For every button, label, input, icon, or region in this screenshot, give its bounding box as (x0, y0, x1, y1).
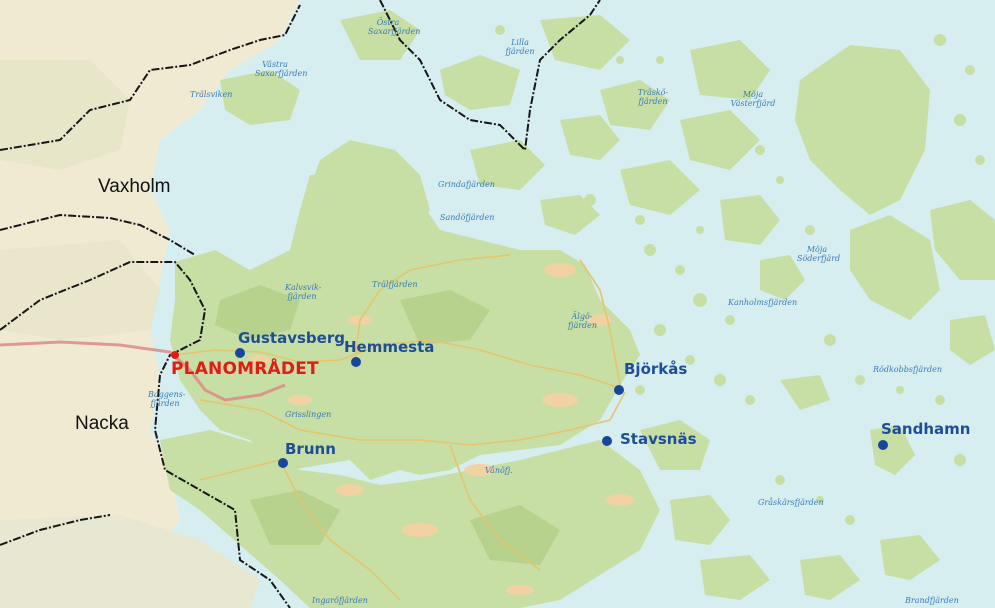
moja-island (795, 45, 930, 215)
water-label-algo: Älgö-fjärden (568, 312, 598, 330)
water-label-trastosundet: Trälsviken (190, 90, 233, 99)
water-label-moja-soder: Möja Söderfjärd (797, 245, 841, 263)
place-marker-brunn[interactable] (278, 458, 288, 468)
place-label-hemmesta[interactable]: Hemmesta (344, 338, 435, 356)
northern-arm (300, 140, 430, 250)
place-label-bjorkas[interactable]: Björkås (624, 360, 688, 378)
water-label-bruno: Ingaröfjärden (312, 596, 368, 605)
road-network (174, 254, 626, 601)
water-label-vanofjarden: Vånöfj. (485, 466, 513, 475)
field-patches (250, 263, 634, 595)
place-markers (235, 348, 888, 468)
place-marker-bjorkas[interactable] (614, 385, 624, 395)
forest-patch-1 (215, 285, 300, 340)
place-label-gustavsberg[interactable]: Gustavsberg (238, 329, 345, 347)
water-label-grindafjarden: Grindafjärden (438, 180, 495, 189)
water-label-vastra-saxarfjarden: Västra Saxarfjärden (255, 60, 308, 78)
place-label-brunn[interactable]: Brunn (285, 440, 336, 458)
eastern-islands (640, 195, 995, 600)
water-label-grisslingen: Grisslingen (285, 410, 332, 419)
place-marker-sandhamn[interactable] (878, 440, 888, 450)
water-label-sandofjarden: Sandöfjärden (440, 213, 495, 222)
forest-patch-4 (470, 505, 560, 565)
forest-patch-3 (250, 490, 340, 545)
water-label-moja-vastra: Möja Västerfjärd (730, 90, 776, 108)
place-marker-hemmesta[interactable] (351, 357, 361, 367)
place-label-stavsnas[interactable]: Stavsnäs (620, 430, 697, 448)
water-label-kanholmsfjarden: Kanholmsfjärden (728, 298, 798, 307)
place-marker-stavsnas[interactable] (602, 436, 612, 446)
water-label-saxarfjarden: Östra Saxarfjärden (368, 18, 421, 36)
forest-patch-2 (400, 290, 490, 345)
water-label-rodkobbs: Rödkobbsfjärden (873, 365, 943, 374)
water-label-trastfjarden: Trälfjärden (372, 280, 418, 289)
place-label-sandhamn[interactable]: Sandhamn (881, 420, 971, 438)
place-marker-gustavsberg[interactable] (235, 348, 245, 358)
municipality-borders (0, 0, 601, 608)
plan-area-label: PLANOMRÅDET (171, 359, 319, 379)
water-label-traskofjarden: Träskö-fjärden (637, 88, 669, 106)
water-label-brandfjarden: Brandfjärden (905, 596, 959, 605)
varmdo-island (170, 172, 640, 480)
south-land (0, 515, 260, 608)
plan-area-marker[interactable] (171, 351, 179, 359)
mainland-inner-land (0, 60, 130, 170)
municipality-label-vaxholm: Vaxholm (98, 176, 171, 197)
plan-area-outline (0, 340, 286, 402)
municipality-label-nacka: Nacka (75, 413, 129, 434)
northern-islands (220, 10, 770, 235)
water-label-kalvsvik: Kalvsvik-fjärden (285, 283, 322, 301)
water-label-graskars: Gråskärsfjärden (758, 498, 824, 507)
mainland-inner-land-2 (0, 240, 160, 340)
islets (495, 25, 985, 525)
water-label-skurusundet: Baggens-fjärden (148, 390, 186, 408)
water-label-lillfjarden: Lilla fjärden (505, 38, 535, 56)
